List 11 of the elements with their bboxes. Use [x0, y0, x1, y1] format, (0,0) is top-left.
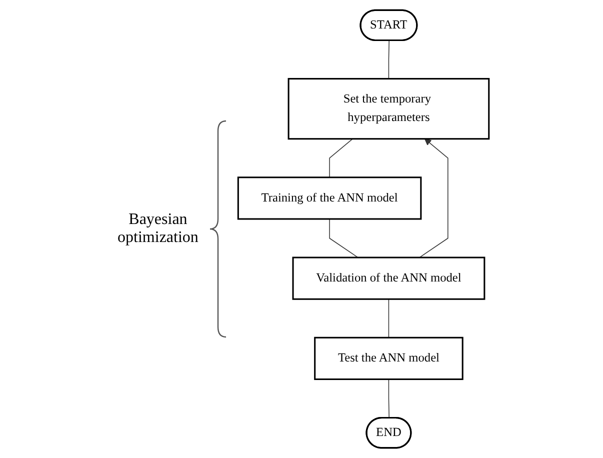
connector [329, 218, 358, 258]
arrow [419, 138, 448, 258]
connector [388, 298, 390, 338]
node-box: Validation of the ANN model [292, 256, 486, 300]
node-box: Test the ANN model [314, 336, 464, 380]
connector [388, 378, 390, 419]
node-box: Set the temporary hyperparameters [288, 78, 490, 140]
connector [388, 40, 390, 80]
connector [329, 138, 353, 178]
group-label: Bayesian optimization [116, 211, 200, 247]
node-box: Training of the ANN model [237, 176, 422, 220]
